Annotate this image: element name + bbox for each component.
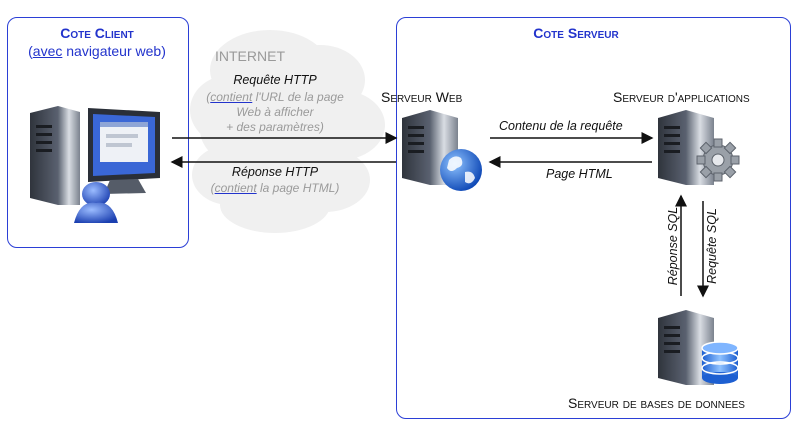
- server-title: Cote Serveur: [396, 25, 756, 41]
- application-server-icon: [658, 110, 740, 185]
- request-note-link[interactable]: contient: [210, 90, 253, 104]
- request-note-line1: (contient l'URL de la page: [188, 90, 362, 104]
- request-note-rest: l'URL de la page: [252, 90, 344, 104]
- client-computer-icon: [30, 106, 160, 223]
- request-title: Requête HTTP: [233, 73, 317, 87]
- client-title-text: Cote Client: [60, 25, 134, 41]
- sql-response-label: Réponse SQL: [666, 206, 680, 286]
- database-server-icon: [658, 310, 739, 385]
- request-note-line2: Web à afficher: [236, 105, 314, 119]
- html-page-label: Page HTML: [546, 167, 613, 181]
- internet-label: INTERNET: [215, 48, 285, 64]
- client-subtitle-open: (: [28, 43, 33, 59]
- web-server-icon: [402, 110, 482, 191]
- web-server-label: Serveur Web: [381, 89, 463, 105]
- request-note-open: (: [206, 90, 211, 104]
- response-note: (contient la page HTML): [188, 181, 362, 195]
- sql-request-label: Requête SQL: [705, 208, 719, 284]
- client-subtitle-link[interactable]: avec: [32, 43, 63, 59]
- client-subtitle-rest: navigateur web): [62, 43, 166, 59]
- request-content-label: Contenu de la requête: [499, 119, 623, 133]
- database-icon: [701, 341, 739, 384]
- client-title: Cote Client: [7, 25, 187, 41]
- app-server-label: Serveur d'applications: [613, 89, 750, 105]
- gear-icon: [696, 138, 740, 182]
- response-title: Réponse HTTP: [231, 165, 319, 179]
- db-server-label: Serveur de bases de donnees: [568, 395, 745, 411]
- response-note-link[interactable]: contient: [214, 181, 257, 195]
- client-subtitle: (avec navigateur web): [7, 43, 187, 59]
- internet-cloud: [190, 30, 385, 233]
- response-note-open: (: [210, 181, 215, 195]
- request-note-line3: + des paramètres): [226, 120, 324, 134]
- server-title-text: Cote Serveur: [533, 25, 619, 41]
- response-note-rest: la page HTML): [256, 181, 340, 195]
